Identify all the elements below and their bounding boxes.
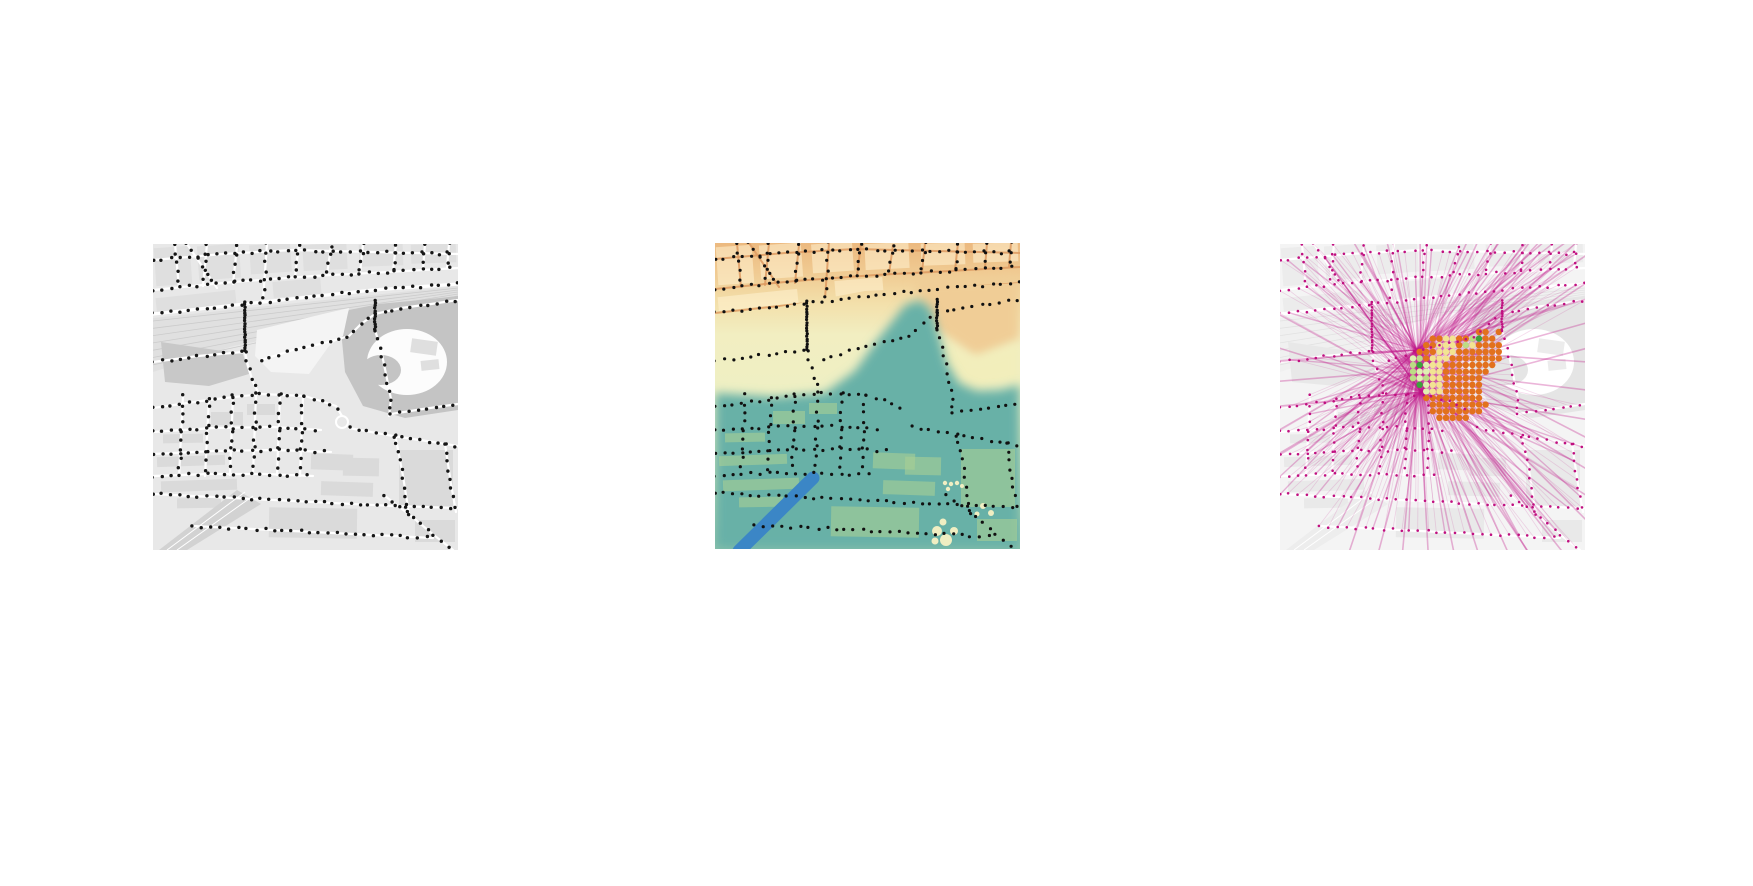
colored-surface-svg — [715, 243, 1020, 549]
panel-flow-lines — [1280, 244, 1585, 550]
panel-points-basemap — [153, 244, 458, 550]
panel-colored-surface — [715, 243, 1020, 549]
points-basemap-svg — [153, 244, 458, 550]
flow-lines-svg — [1280, 244, 1585, 550]
